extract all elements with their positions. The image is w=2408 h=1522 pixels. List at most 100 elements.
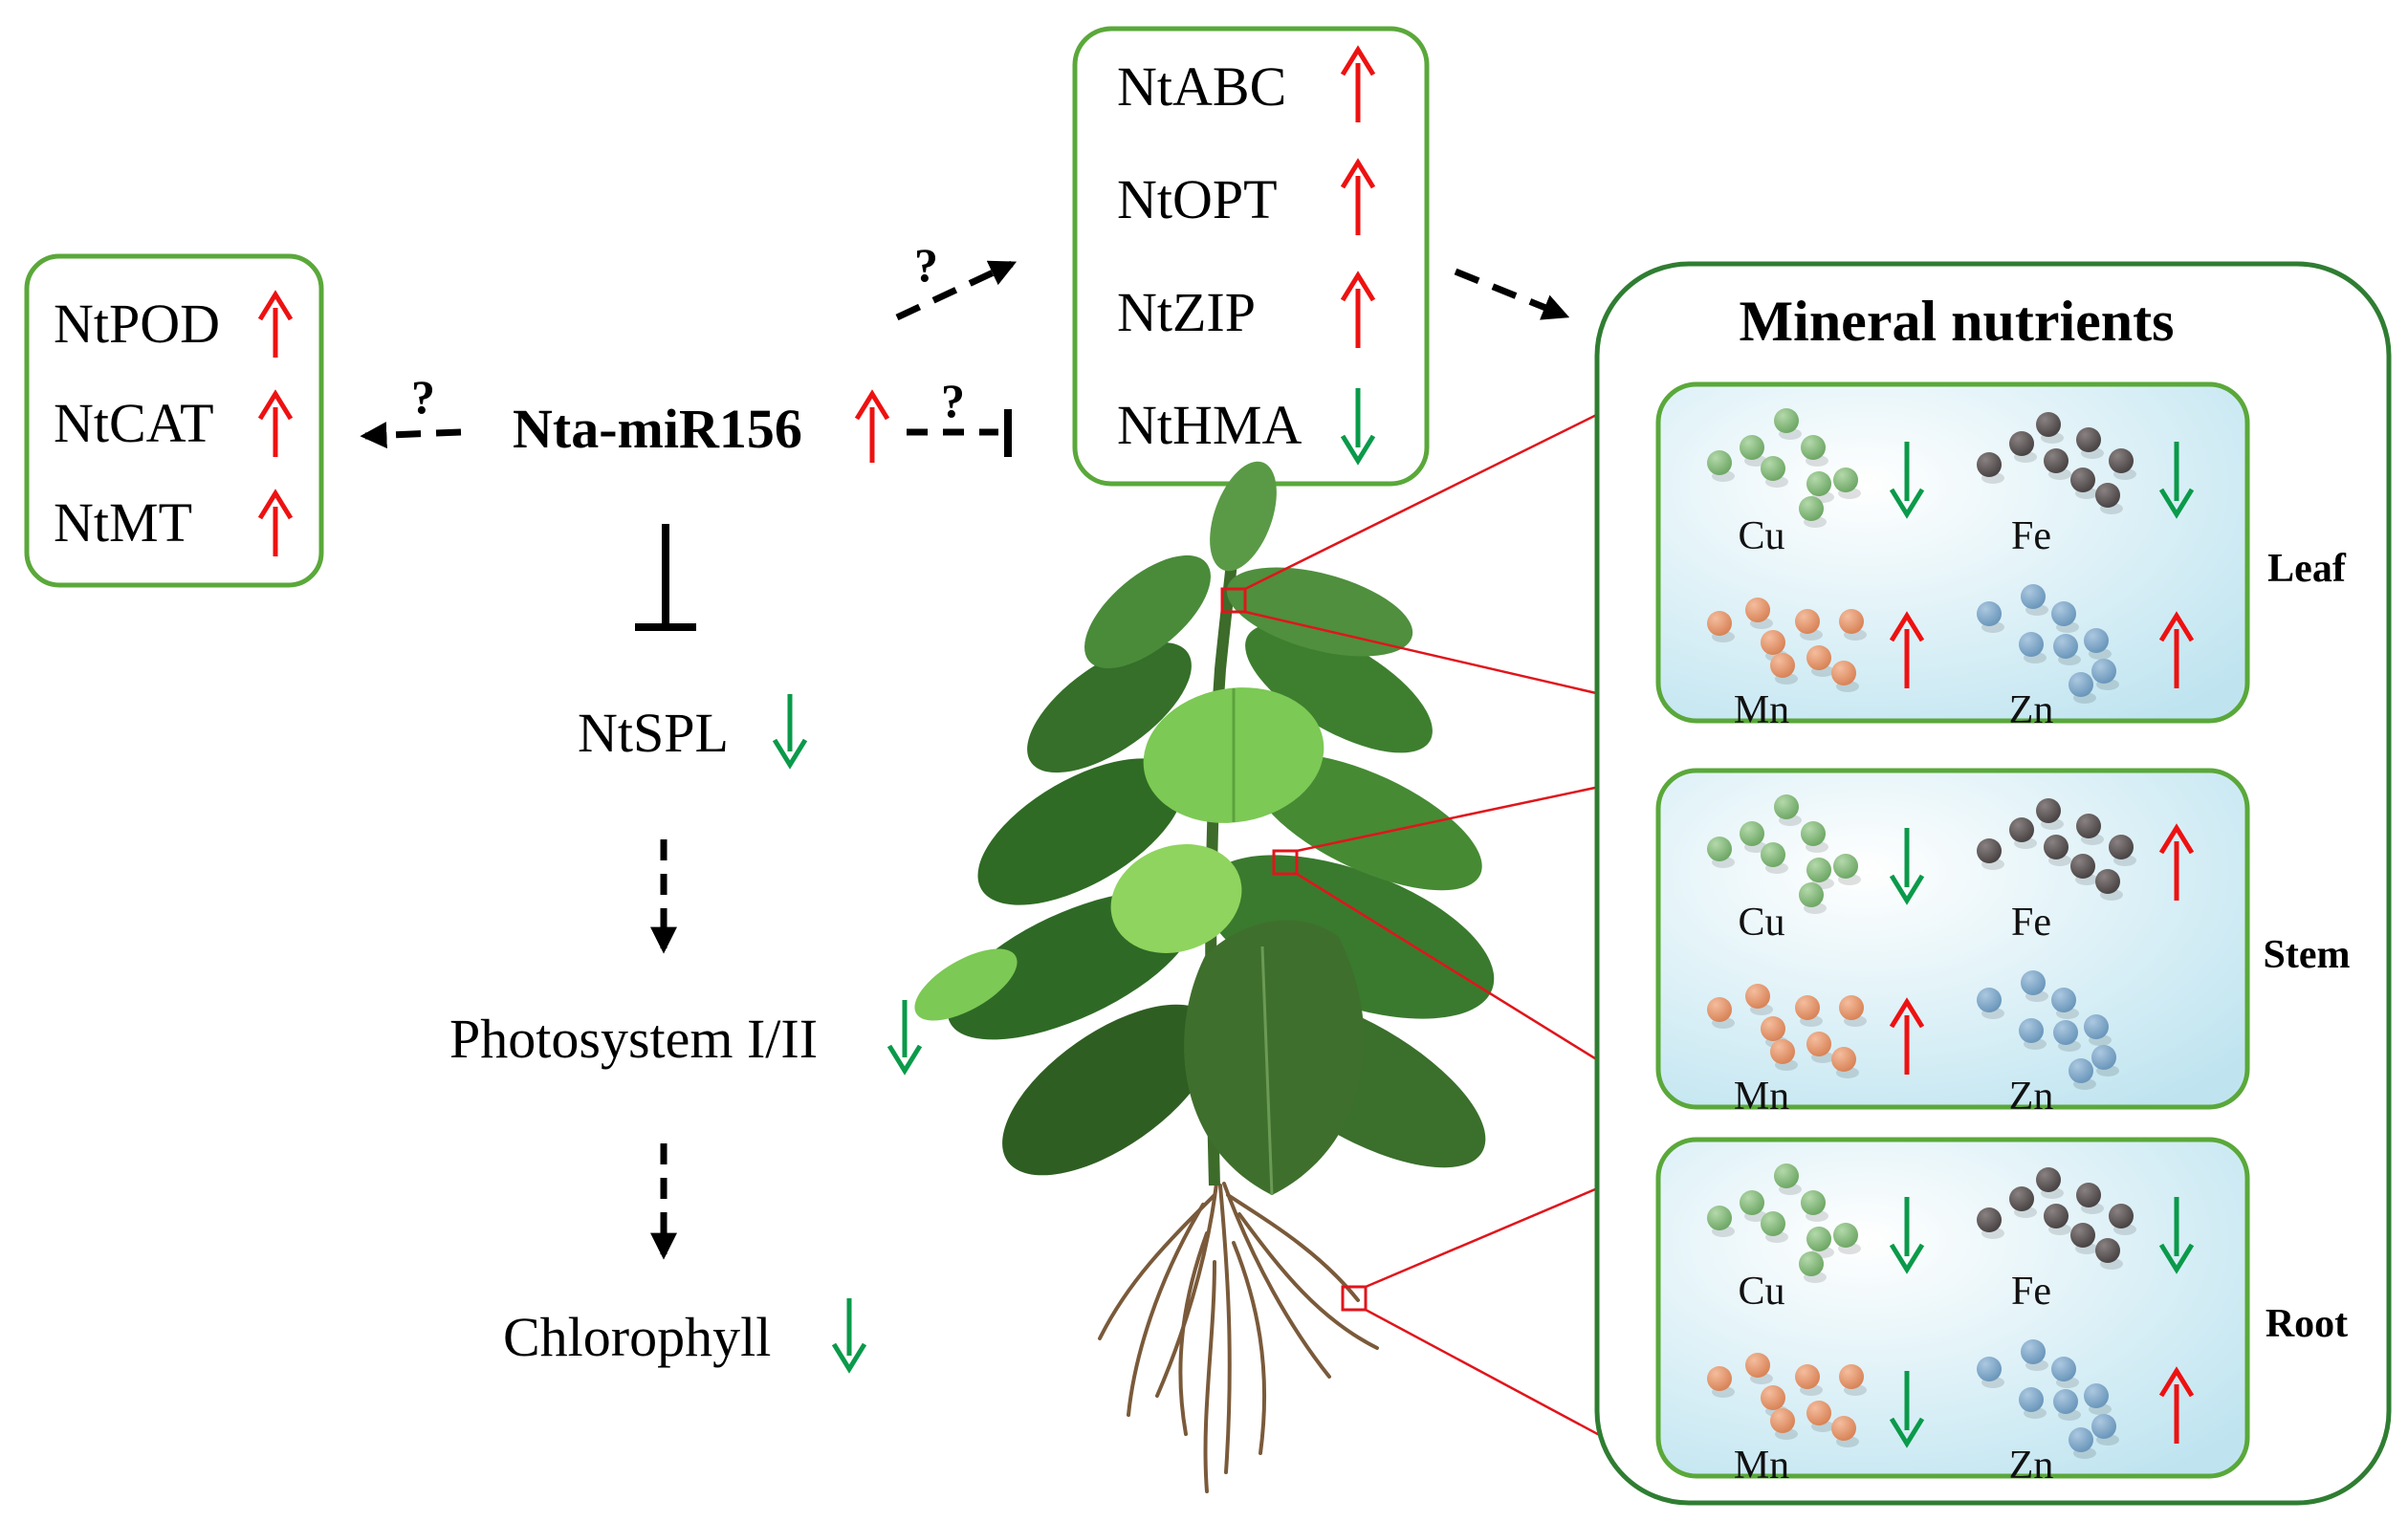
element-mn-leaf: Mn [1707, 598, 1925, 732]
zn-dot [2069, 672, 2093, 697]
mn-dot [1795, 609, 1820, 634]
element-label-zn: Zn [2009, 1444, 2054, 1488]
zn-dot [2091, 1045, 2116, 1070]
mirna-label: Nta-miR156 [513, 398, 802, 460]
fe-dot [2109, 448, 2134, 473]
zn-dot [2051, 1357, 2076, 1381]
gene-label-nthma: NtHMA [1117, 394, 1302, 456]
zn-dot [2021, 970, 2046, 995]
gene-label-ntpod: NtPOD [54, 293, 220, 355]
element-cu-root: Cu [1707, 1163, 1925, 1314]
zn-dot [2019, 1018, 2044, 1043]
element-zn-leaf: Zn [1977, 584, 2195, 732]
cu-dot [1740, 1190, 1764, 1215]
cu-dot [1801, 1190, 1826, 1215]
zn-dot [2091, 659, 2116, 684]
mn-dot [1761, 1385, 1785, 1410]
fe-dot [1977, 452, 2002, 477]
fe-dot [2070, 1223, 2095, 1248]
element-fe-leaf: Fe [1977, 412, 2195, 558]
mirna-inhibits-ntspl [635, 524, 696, 631]
fe-dot [1977, 838, 2002, 863]
fe-dot [2070, 854, 2095, 879]
fe-dot [2076, 1183, 2101, 1207]
zn-dot [1977, 601, 2002, 626]
cu-dot [1707, 450, 1732, 475]
down-arrow-icon [1340, 388, 1376, 466]
fe-dot [2044, 835, 2069, 859]
zn-dot [2051, 988, 2076, 1012]
mn-dot [1831, 661, 1856, 685]
zn-dot [2053, 1020, 2078, 1045]
mn-dot [1707, 997, 1732, 1022]
zn-dot [2091, 1414, 2116, 1439]
cu-dot [1740, 821, 1764, 846]
up-arrow-icon [1889, 611, 1925, 688]
element-label-mn: Mn [1734, 1444, 1789, 1488]
gene-label-ntcat: NtCAT [54, 392, 214, 454]
zn-dot [2084, 1014, 2109, 1039]
cu-dot [1833, 854, 1858, 879]
cu-dot [1806, 1227, 1831, 1251]
down-arrow-icon [1889, 828, 1925, 905]
fe-dot [2109, 1204, 2134, 1228]
cu-dot [1806, 858, 1831, 882]
mirna-inhibition-unknown: ? [907, 374, 1012, 457]
mn-dot [1745, 984, 1770, 1009]
element-cu-leaf: Cu [1707, 408, 1925, 558]
fe-dot [2076, 814, 2101, 838]
down-arrow-icon [1889, 442, 1925, 519]
fe-dot [2109, 835, 2134, 859]
zn-dot [2021, 584, 2046, 609]
mn-dot [1770, 1408, 1795, 1433]
element-label-mn: Mn [1734, 1075, 1789, 1119]
gene-label-ntopt: NtOPT [1117, 168, 1278, 230]
element-fe-stem: Fe [1977, 798, 2195, 945]
cu-dot [1761, 842, 1785, 867]
pathway-label-0: NtSPL [578, 702, 729, 764]
down-arrow-icon [2158, 1197, 2195, 1274]
cu-dot [1833, 1223, 1858, 1248]
mirna-to-transporter-arrow: ? [895, 238, 1018, 321]
mn-dot [1839, 609, 1864, 634]
antioxidant-gene-box [24, 253, 324, 588]
mn-dot [1806, 645, 1831, 670]
fe-dot [2095, 1238, 2120, 1263]
mn-dot [1806, 1032, 1831, 1056]
gene-label-ntmt: NtMT [54, 491, 192, 554]
zn-dot [2019, 1387, 2044, 1412]
down-arrow-icon [831, 1298, 867, 1374]
up-arrow-icon [1340, 271, 1376, 348]
element-mn-root: Mn [1707, 1353, 1925, 1488]
question-mark-left: ? [411, 370, 435, 424]
down-arrow-icon [1889, 1371, 1925, 1448]
cu-dot [1707, 1206, 1732, 1230]
zn-dot [2069, 1058, 2093, 1083]
mn-dot [1745, 598, 1770, 622]
zn-dot [2084, 1383, 2109, 1408]
mn-dot [1839, 1364, 1864, 1389]
fe-dot [2036, 798, 2061, 823]
zn-dot [1977, 988, 2002, 1012]
mn-dot [1761, 630, 1785, 655]
element-label-cu: Cu [1738, 901, 1784, 945]
mirna-up-arrow-icon [854, 389, 890, 463]
zn-dot [2019, 632, 2044, 657]
element-label-fe: Fe [2011, 901, 2051, 945]
fe-dot [2044, 448, 2069, 473]
cu-dot [1801, 821, 1826, 846]
down-arrow-icon [887, 1000, 923, 1076]
mn-dot [1831, 1416, 1856, 1441]
fe-dot [2095, 869, 2120, 894]
up-arrow-icon [1889, 997, 1925, 1075]
mn-dot [1831, 1047, 1856, 1072]
fe-dot [1977, 1207, 2002, 1232]
cu-dot [1799, 496, 1824, 521]
cu-dot [1799, 1251, 1824, 1276]
zn-dot [2021, 1339, 2046, 1364]
up-arrow-icon [2158, 611, 2195, 688]
cu-dot [1801, 435, 1826, 460]
mn-dot [1795, 995, 1820, 1020]
